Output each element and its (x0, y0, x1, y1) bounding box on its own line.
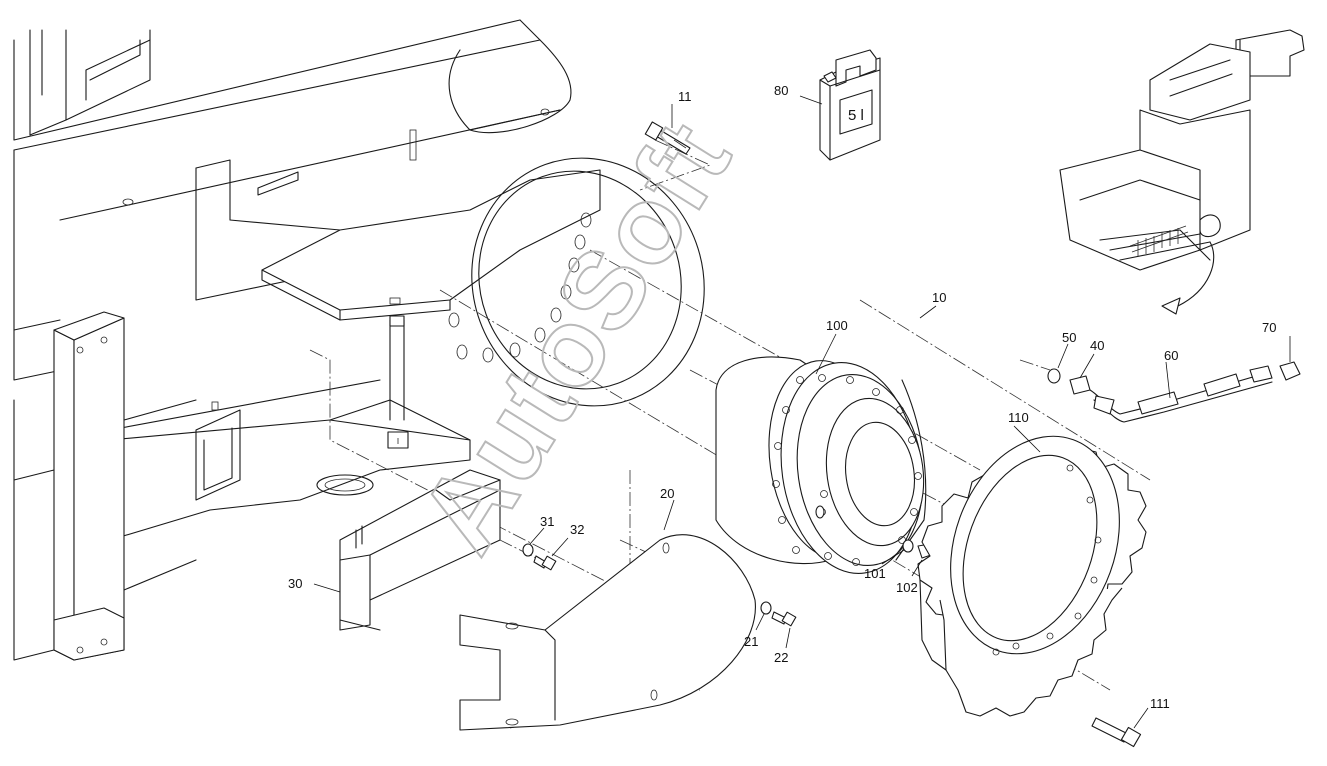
callout-leaders (313, 95, 1291, 729)
part-oil-can-80: 5 l (819, 49, 881, 161)
part-washer-101 (902, 539, 914, 553)
callout-10: 10 (932, 290, 946, 305)
callout-31: 31 (540, 514, 554, 529)
callout-11: 11 (678, 89, 692, 104)
callout-102: 102 (896, 580, 918, 595)
callout-labels: 11 80 10 100 50 40 60 70 110 20 31 32 30… (288, 83, 1276, 711)
part-guard-20 (459, 534, 756, 731)
part-washer-50 (1047, 368, 1061, 384)
part-bolt-22 (771, 611, 797, 627)
sprocket-bolt-holes (992, 464, 1102, 656)
part-sprocket-110 (917, 435, 1147, 717)
hub-bolt-holes (772, 374, 922, 566)
part-bolt-11 (644, 121, 691, 155)
callout-101: 101 (864, 566, 886, 581)
part-hose-60 (1089, 365, 1273, 423)
chassis-frame (13, 19, 705, 661)
part-washer-31 (522, 543, 534, 557)
callout-111: 111 (1150, 696, 1170, 711)
ring-bolt-holes (448, 212, 592, 363)
part-fitting-40 (1069, 375, 1091, 395)
callout-60: 60 (1164, 348, 1178, 363)
part-gearbox-100 (715, 356, 927, 574)
callout-50: 50 (1062, 330, 1076, 345)
part-nut-70 (1279, 361, 1301, 381)
callout-70: 70 (1262, 320, 1276, 335)
inset-tracks (1129, 225, 1189, 256)
callout-32: 32 (570, 522, 584, 537)
callout-40: 40 (1090, 338, 1104, 353)
oil-can-label: 5 l (848, 107, 864, 124)
callout-21: 21 (744, 634, 758, 649)
callout-110: 110 (1008, 410, 1029, 425)
callout-80: 80 (774, 83, 788, 98)
part-bolt-111 (1091, 717, 1142, 748)
machine-overview-inset (1059, 29, 1305, 315)
part-washer-21 (760, 601, 772, 615)
part-cover-30 (339, 469, 501, 631)
callout-30: 30 (288, 576, 302, 591)
callout-100: 100 (826, 318, 848, 333)
callout-22: 22 (774, 650, 788, 665)
callout-20: 20 (660, 486, 674, 501)
part-bolt-32 (533, 555, 557, 571)
